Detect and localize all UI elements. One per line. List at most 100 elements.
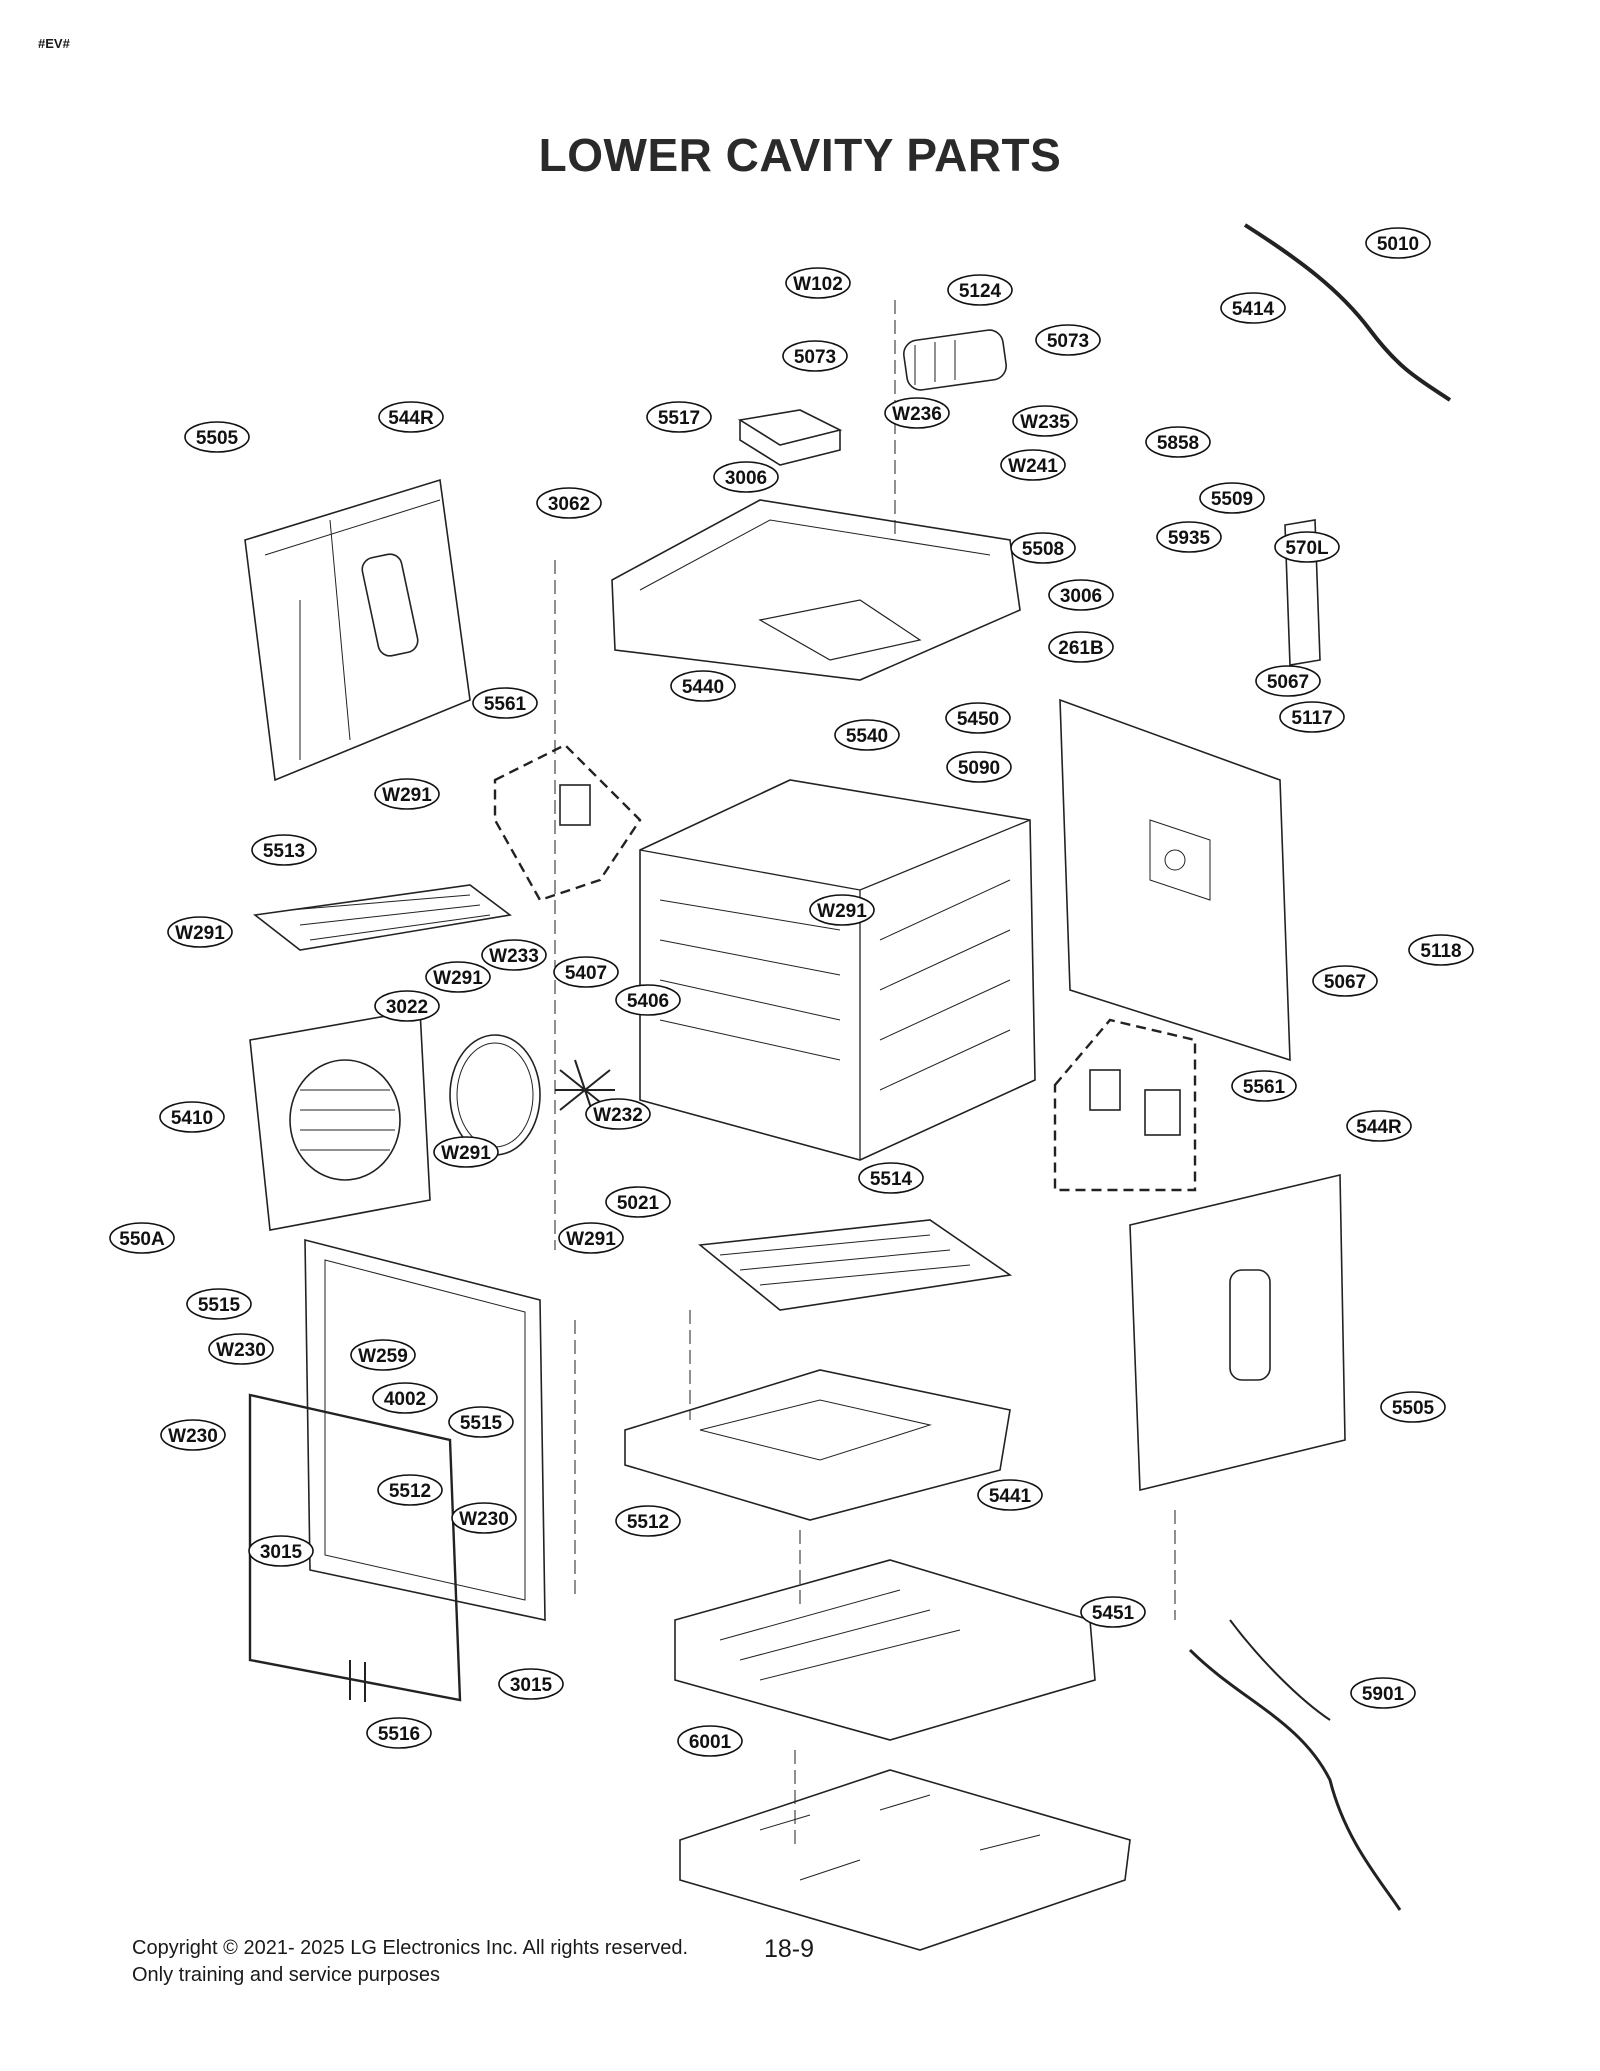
callout-label: 544R: [388, 408, 434, 429]
part-callout-w102: W102: [785, 267, 851, 299]
callout-label: 5450: [957, 709, 999, 730]
callout-label: W291: [175, 923, 225, 944]
callout-label: 5414: [1232, 299, 1275, 320]
callout-label: 5410: [171, 1108, 213, 1129]
callout-label: 5073: [1047, 331, 1089, 352]
usage-note: Only training and service purposes: [132, 1964, 440, 1986]
callout-oval: [159, 1101, 225, 1133]
part-callout-5124: 5124: [947, 274, 1013, 306]
part-callout-5090: 5090: [946, 751, 1012, 783]
part-callout-w291: W291: [809, 894, 875, 926]
callout-oval: [1350, 1677, 1416, 1709]
callout-label: W241: [1008, 456, 1058, 477]
callout-oval: [615, 1505, 681, 1537]
part-callout-w230: W230: [451, 1502, 517, 1534]
callout-oval: [677, 1725, 743, 1757]
callout-oval: [782, 340, 848, 372]
part-callout-w291: W291: [374, 778, 440, 810]
part-callout-5515: 5515: [448, 1406, 514, 1438]
callout-oval: [377, 1474, 443, 1506]
callout-oval: [858, 1162, 924, 1194]
page-number: 18-9: [764, 1935, 815, 1963]
callout-label: 550A: [119, 1229, 165, 1250]
part-callout-w291: W291: [558, 1222, 624, 1254]
callout-oval: [558, 1222, 624, 1254]
harness-5901-drawing: [1188, 1648, 1402, 1911]
sensor-group-left-outline: [493, 743, 642, 902]
part-callout-5067: 5067: [1312, 965, 1378, 997]
callout-label: 5406: [627, 991, 669, 1012]
part-callout-3015: 3015: [248, 1535, 314, 1567]
cavity-floor-drawing: [624, 1369, 1011, 1521]
callout-label: W232: [593, 1105, 643, 1126]
callout-oval: [553, 956, 619, 988]
callout-label: 5561: [484, 694, 527, 715]
part-callout-5406: 5406: [615, 984, 681, 1016]
part-callout-5901: 5901: [1350, 1677, 1416, 1709]
part-callout-5073: 5073: [1035, 324, 1101, 356]
side-panel-right-drawing: [1129, 1173, 1346, 1492]
callout-oval: [646, 401, 712, 433]
callout-label: 3006: [1060, 586, 1102, 607]
callout-label: 5561: [1243, 1077, 1286, 1098]
callout-label: 5512: [389, 1481, 431, 1502]
fan-blade-drawing: [555, 1059, 615, 1121]
callout-label: W102: [793, 274, 843, 295]
sensor-group-right-outline: [1053, 1018, 1197, 1192]
part-callout-w236: W236: [884, 397, 950, 429]
part-callout-w259: W259: [350, 1339, 416, 1371]
callout-label: 5451: [1092, 1603, 1135, 1624]
callout-label: W291: [382, 785, 432, 806]
part-callout-5505: 5505: [184, 421, 250, 453]
broil-element-drawing: [253, 884, 512, 951]
callout-label: 5407: [565, 963, 607, 984]
part-callout-5441: 5441: [977, 1479, 1043, 1511]
front-frame-drawing: [304, 1238, 546, 1621]
callout-label: W230: [168, 1426, 218, 1447]
callout-label: 5441: [989, 1486, 1032, 1507]
part-callout-5508: 5508: [1010, 532, 1076, 564]
callout-oval: [109, 1222, 175, 1254]
part-callout-550a: 550A: [109, 1222, 175, 1254]
callout-label: 544R: [1356, 1117, 1402, 1138]
bake-element-drawing: [698, 1219, 1013, 1311]
callout-oval: [1035, 324, 1101, 356]
callout-oval: [945, 702, 1011, 734]
part-callout-5561: 5561: [472, 687, 538, 719]
part-callout-5516: 5516: [366, 1717, 432, 1749]
callout-oval: [208, 1333, 274, 1365]
callout-label: 5515: [198, 1295, 241, 1316]
callout-oval: [670, 670, 736, 702]
callout-label: 5540: [846, 726, 888, 747]
harness-5010-drawing: [1243, 223, 1452, 402]
callout-label: 4002: [384, 1389, 426, 1410]
callout-label: 5515: [460, 1413, 503, 1434]
callout-label: 5505: [1392, 1398, 1435, 1419]
page-title: LOWER CAVITY PARTS: [538, 129, 1062, 181]
callout-label: 5935: [1168, 528, 1211, 549]
part-callout-5512: 5512: [615, 1505, 681, 1537]
callout-oval: [809, 894, 875, 926]
side-panel-left-drawing: [244, 478, 471, 782]
callout-oval: [425, 961, 491, 993]
part-callout-w241: W241: [1000, 449, 1066, 481]
top-plate-drawing: [611, 499, 1021, 681]
part-callout-3062: 3062: [536, 487, 602, 519]
callout-label: 261B: [1058, 638, 1103, 659]
callout-oval: [834, 719, 900, 751]
callout-label: 3015: [510, 1675, 553, 1696]
callout-label: 5505: [196, 428, 239, 449]
callout-label: 5124: [959, 281, 1002, 302]
callout-oval: [366, 1717, 432, 1749]
callout-label: W230: [216, 1340, 266, 1361]
callout-oval: [1080, 1596, 1146, 1628]
callout-oval: [1346, 1110, 1412, 1142]
callout-label: 5021: [617, 1193, 660, 1214]
callout-oval: [1231, 1070, 1297, 1102]
part-callout-5451: 5451: [1080, 1596, 1146, 1628]
back-panel-drawing: [1059, 698, 1291, 1062]
callout-label: 5067: [1324, 972, 1366, 993]
callout-oval: [1365, 227, 1431, 259]
callout-oval: [1380, 1391, 1446, 1423]
